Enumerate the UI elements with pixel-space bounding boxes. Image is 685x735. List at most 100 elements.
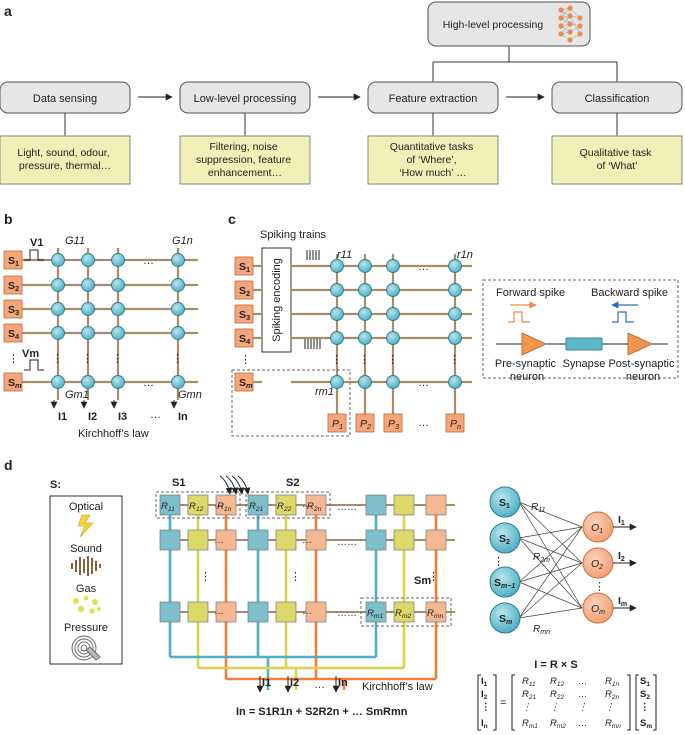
matrix-cell-3-2: ⋮ [550,702,560,713]
svg-text:…: … [214,499,224,510]
pre-neuron-icon [521,332,547,356]
g1n-label: G1n [172,235,193,247]
stage-title-1: Data sensing [33,93,97,105]
svg-text:⋮: ⋮ [428,571,439,583]
svg-text:⋮: ⋮ [493,556,504,568]
s-title: S: [50,479,61,491]
voltage-v1: V1 [30,237,43,249]
b-node [51,253,65,267]
stage-title-4: Classification [585,93,650,105]
matrix-left-2: I2 [481,689,488,701]
d-cell [365,529,387,551]
current-i2: I2 [88,411,97,423]
detail-text-2: Filtering, noise suppression, feature en… [196,141,294,179]
c-node [330,259,344,273]
panel-c: c Spiking trains Spiking encoding S1S2S3… [228,211,679,437]
net-weight-label-3: Rmn [533,624,550,636]
matrix-cell-1-1: R11 [522,676,536,688]
svg-text:⋮: ⋮ [387,354,398,366]
b-node [171,375,185,389]
neural-net-icon [558,5,583,43]
svg-text:…: … [302,606,312,617]
b-node [51,302,65,316]
backward-pulse-icon [612,311,634,323]
matrix-cell-1-4: R1n [605,676,619,688]
spike-legend-box [482,279,679,379]
output-p-label-2: P2 [360,418,372,431]
matrix-cell-2-2: R22 [550,689,564,701]
detail-box-4 [551,135,683,185]
matrix-cell-2-4: R2n [605,689,619,701]
output-p-label-1: P1 [332,418,343,431]
d-cell [365,494,387,516]
matrix-title: I = R × S [534,659,577,671]
c-source-label-1: S1 [239,261,250,274]
matrix-cell-2-1: R21 [522,689,536,701]
d-cell [305,601,327,623]
pulse-v1 [24,249,44,261]
group-s1-label: S1 [172,477,185,489]
svg-text:⋮: ⋮ [331,354,342,366]
kirchhoff-caption-b: Kirchhoff’s law [78,428,149,440]
stage-title-3: Feature extraction [389,93,478,105]
panel-d-label: d [4,457,13,473]
panel-a-label: a [4,3,12,19]
matrix-cell-4-2: Rm2 [550,718,566,730]
d-cell [425,601,447,623]
svg-text:…: … [302,499,312,510]
detail-box-3 [367,135,499,185]
synapse-label: Synapse [563,358,606,370]
svg-text:⋮: ⋮ [172,353,183,365]
svg-text:…: … [214,606,224,617]
d-cell [247,529,269,551]
matrix-cell-4-1: Rm1 [522,718,538,730]
b-source-3 [3,299,23,319]
b-node [111,278,125,292]
net-input-label-1: S1 [499,497,510,510]
detail-box-1 [0,135,131,185]
c-node [386,375,400,389]
matrix-left-3: ⋮ [481,702,491,713]
synapse-icon [565,337,603,351]
output-p-3 [383,413,403,433]
svg-text:…: … [418,417,429,429]
output-p-label-4: Pn [450,418,461,431]
post-neuron-label: Post-synaptic neuron [608,358,677,383]
b-node [111,375,125,389]
c-source-label-3: S3 [239,309,250,322]
b-source-label-1: S1 [8,255,19,268]
gas-dots-icon [73,595,101,614]
c-node [448,259,462,273]
rm1-label: rm1 [315,386,334,398]
svg-text:……: …… [337,608,357,619]
b-node [111,253,125,267]
b-node [81,253,95,267]
net-input-node-4 [489,602,521,634]
matrix-cell-3-4: ⋮ [605,702,615,713]
d-cell [275,494,297,516]
b-source-2 [3,275,23,295]
b-source-label-3: S3 [8,304,19,317]
c-source-5 [234,372,254,392]
output-p-4 [445,413,465,433]
d-cell [425,494,447,516]
spike-train-bottom [304,339,321,349]
modality-pressure: Pressure [64,622,108,634]
backward-spike-label: Backward spike [591,287,668,299]
current-d-i2: I2 [290,677,299,689]
output-p-1 [327,413,347,433]
group-sm-label: Sm [414,575,431,587]
current-i3: I3 [118,411,127,423]
detail-text-3: Quantitative tasks of ‘Where’, ‘How much… [390,141,476,179]
matrix-cell-4-4: Rmn [605,718,621,730]
b-node [171,253,185,267]
d-cell [187,494,209,516]
b-node [81,278,95,292]
d-cell [187,601,209,623]
d-cell [275,529,297,551]
d-cell [159,529,181,551]
gm1-label: Gm1 [65,389,89,401]
c-node [448,307,462,321]
